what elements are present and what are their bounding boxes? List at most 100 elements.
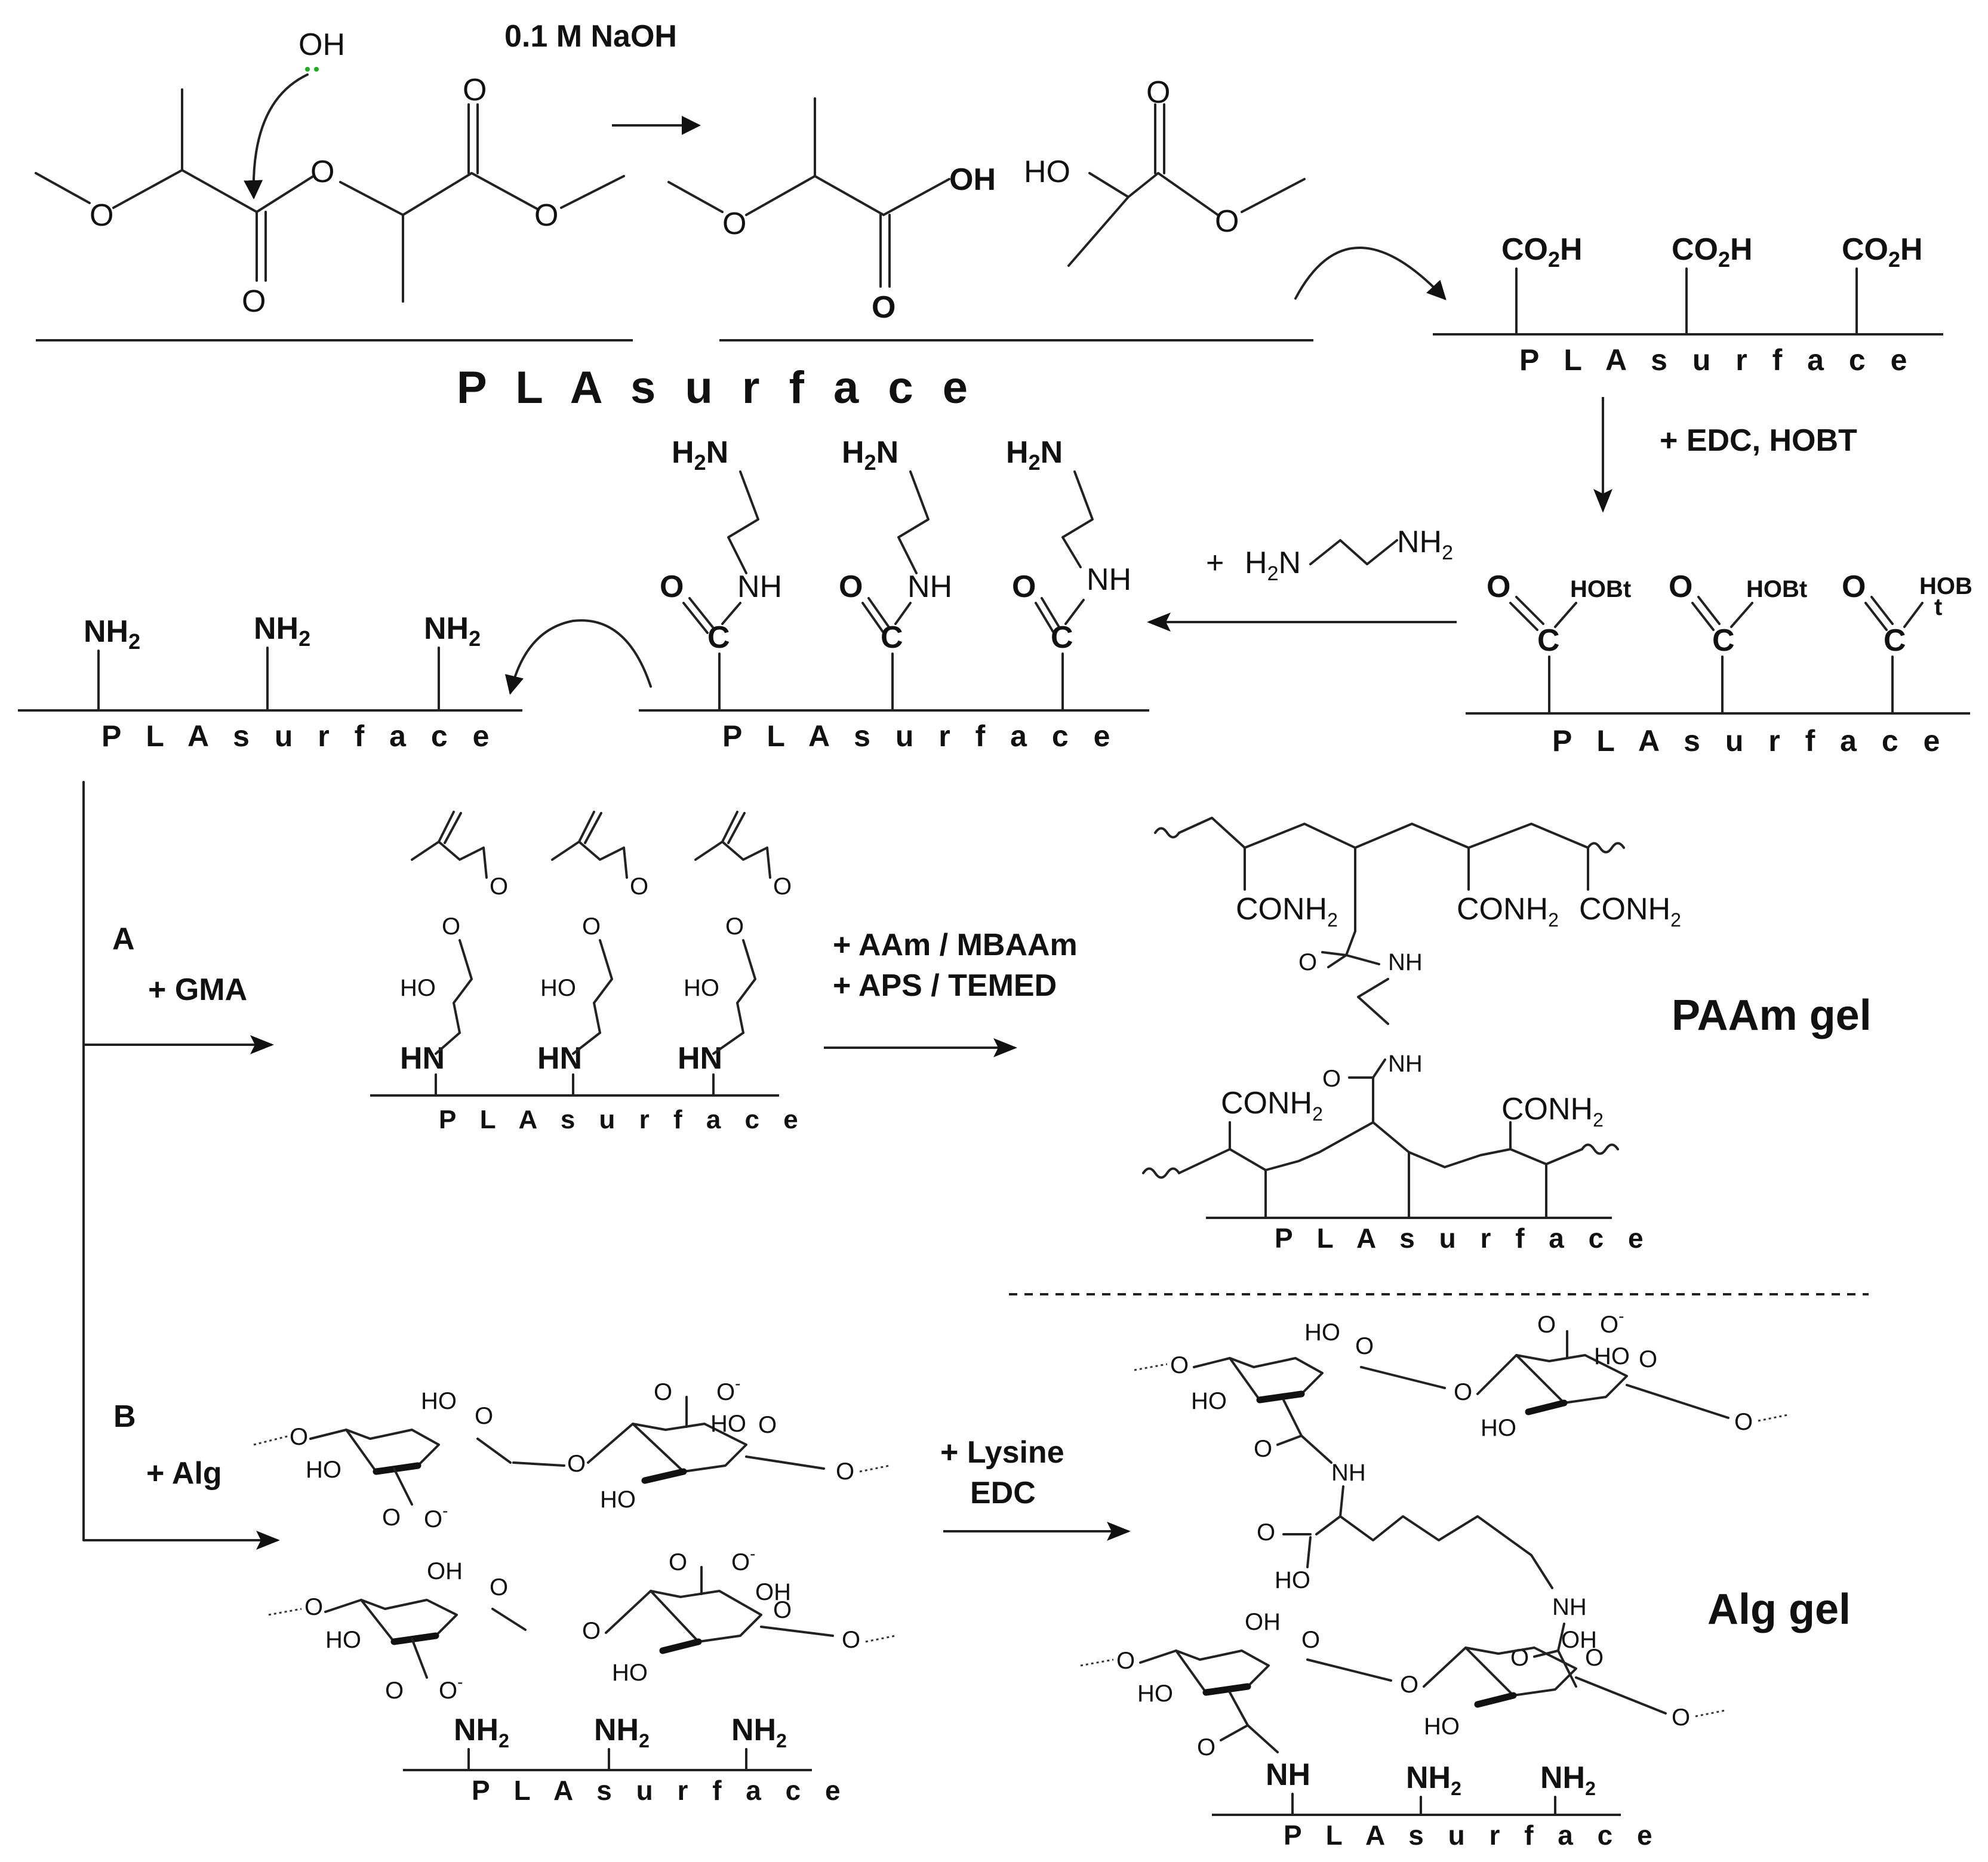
- product-chain: [745, 175, 950, 216]
- surface-label: P L A s u r f a c e: [1552, 724, 1948, 758]
- product-chain: [1067, 172, 1130, 267]
- svg-text:O: O: [290, 1424, 308, 1450]
- svg-text:O: O: [1639, 1346, 1657, 1372]
- svg-text:OH: OH: [1561, 1627, 1597, 1653]
- svg-text:NH2: NH2: [84, 614, 140, 654]
- svg-text:O: O: [1585, 1645, 1604, 1671]
- carbonyl-oxygen-label: O: [660, 570, 684, 604]
- svg-text:HO: HO: [612, 1660, 648, 1686]
- aps-reagent: + APS / TEMED: [833, 968, 1057, 1003]
- hobt-ester-unit: O C HOBt: [1669, 570, 1807, 715]
- svg-text:CONH2: CONH2: [1501, 1092, 1604, 1131]
- svg-text:O: O: [1170, 1352, 1189, 1378]
- carbonyl-oxygen-label: O: [872, 290, 895, 325]
- svg-text:O: O: [1116, 1648, 1135, 1674]
- svg-text:O: O: [773, 1597, 792, 1623]
- carbon-label: C: [707, 620, 730, 655]
- carbonyl-oxygen-label: O: [839, 570, 863, 604]
- aminoethyl-amide-surface: H2N NH O C H2N NH O C H2N NH O: [639, 435, 1149, 753]
- svg-text:NH: NH: [1552, 1594, 1587, 1620]
- svg-text:HN: HN: [537, 1041, 582, 1076]
- amide-unit: H2N NH O C: [839, 435, 952, 712]
- svg-text:HO: HO: [1424, 1713, 1460, 1740]
- hobt-ester-unit: O C HOB t: [1842, 570, 1972, 715]
- svg-text:O: O: [836, 1458, 854, 1485]
- hobt-label: HOBt: [1570, 576, 1631, 602]
- carbon-label: C: [1712, 623, 1735, 658]
- alg-gel-label: Alg gel: [1707, 1586, 1851, 1633]
- pla-backbone: [560, 175, 625, 209]
- amide-unit: H2N NH O C: [1006, 435, 1131, 712]
- carbon-label: C: [1537, 623, 1560, 658]
- transition-curved-arrow: [504, 619, 652, 695]
- svg-text:HO: HO: [684, 975, 719, 1001]
- co2h-group: CO2H: [1501, 232, 1583, 272]
- ethylenediamine-reagent: + H2N NH2: [1206, 525, 1453, 585]
- svg-text:CONH2: CONH2: [1221, 1086, 1323, 1125]
- svg-text:O: O: [1298, 949, 1317, 975]
- svg-text:O: O: [442, 913, 460, 940]
- edc-hobt-reagent: + EDC, HOBT: [1660, 423, 1857, 458]
- svg-text:O: O: [758, 1412, 777, 1438]
- svg-text:HO: HO: [400, 975, 436, 1001]
- alginate-chain-bottom: O OH O HO O O- O O O- OH O HO O: [268, 1544, 896, 1704]
- transition-curved-arrow: [1294, 247, 1447, 300]
- edc-reagent: EDC: [970, 1476, 1036, 1510]
- amide-unit: H2N NH O C: [660, 435, 782, 712]
- svg-text:O: O: [1197, 1734, 1215, 1761]
- surface-label: P L A s u r f a c e: [101, 719, 497, 753]
- carbonyl-oxygen-label: O: [1669, 570, 1692, 604]
- amide-nh-label: NH: [907, 570, 952, 604]
- svg-text:O: O: [1400, 1672, 1418, 1698]
- svg-text:HO: HO: [306, 1457, 341, 1483]
- carbon-label: C: [1051, 620, 1073, 655]
- svg-text:NH2: NH2: [731, 1713, 787, 1752]
- eda-amine-left: H2N: [1245, 546, 1301, 585]
- svg-text:O-: O-: [439, 1673, 463, 1704]
- pla-backbone: [35, 172, 91, 204]
- nucleophilic-attack-arrow: [244, 73, 309, 199]
- svg-text:NH2: NH2: [1540, 1761, 1596, 1799]
- eda-amine-right: NH2: [1397, 525, 1453, 564]
- carbonyl-oxygen-label: O: [242, 284, 266, 319]
- alginate-on-surface: O HO O HO O O- O O O- HO O HO O: [253, 1374, 896, 1806]
- co2h-group: CO2H: [1672, 232, 1753, 272]
- svg-text:O: O: [385, 1678, 404, 1704]
- svg-text:O: O: [1454, 1379, 1472, 1405]
- hob-label: HOB: [1919, 573, 1972, 599]
- route-a-label: A: [112, 922, 135, 956]
- surface-label: P L A s u r f a c e: [1284, 1820, 1661, 1851]
- carbonyl-oxygen-label: O: [463, 73, 487, 107]
- surface-label: P L A s u r f a c e: [439, 1105, 807, 1134]
- hobt-label: HOBt: [1746, 576, 1807, 602]
- svg-text:NH2: NH2: [424, 611, 481, 651]
- ester-oxygen-label: O: [90, 198, 113, 233]
- svg-text:O: O: [654, 1379, 672, 1405]
- amine-surface: NH2 NH2 NH2 P L A s u r f a c e: [18, 611, 522, 753]
- pla-backbone: [112, 169, 315, 213]
- alg-reagent: + Alg: [146, 1456, 222, 1491]
- svg-text:OH: OH: [1245, 1609, 1281, 1635]
- svg-text:O: O: [490, 873, 508, 900]
- svg-text:O: O: [842, 1627, 860, 1653]
- svg-text:O: O: [630, 873, 648, 900]
- gma-unit: O O HO HN: [537, 811, 648, 1097]
- carbonyl-oxygen-label: O: [1146, 75, 1170, 110]
- svg-text:O-: O-: [424, 1501, 448, 1532]
- svg-text:HN: HN: [678, 1041, 722, 1076]
- svg-text:NH2: NH2: [254, 611, 310, 651]
- hob-t-label: t: [1934, 594, 1942, 620]
- svg-text:HO: HO: [1191, 1388, 1227, 1414]
- ester-oxygen-label: O: [1215, 204, 1239, 239]
- pla-backbone: [339, 172, 538, 216]
- gma-surface: O O HO HN O O HO HN O O: [370, 811, 807, 1134]
- surface-label: P L A s u r f a c e: [472, 1775, 849, 1806]
- ester-oxygen-label: O: [534, 198, 558, 233]
- carboxyl-surface: CO2H CO2H CO2H P L A s u r f a c e: [1433, 232, 1943, 377]
- svg-text:NH2: NH2: [454, 1713, 509, 1752]
- svg-text:HO: HO: [710, 1411, 746, 1437]
- amide-nh-label: NH: [1087, 562, 1131, 597]
- svg-text:HO: HO: [1481, 1415, 1516, 1441]
- carbonyl-oxygen-label: O: [1842, 570, 1866, 604]
